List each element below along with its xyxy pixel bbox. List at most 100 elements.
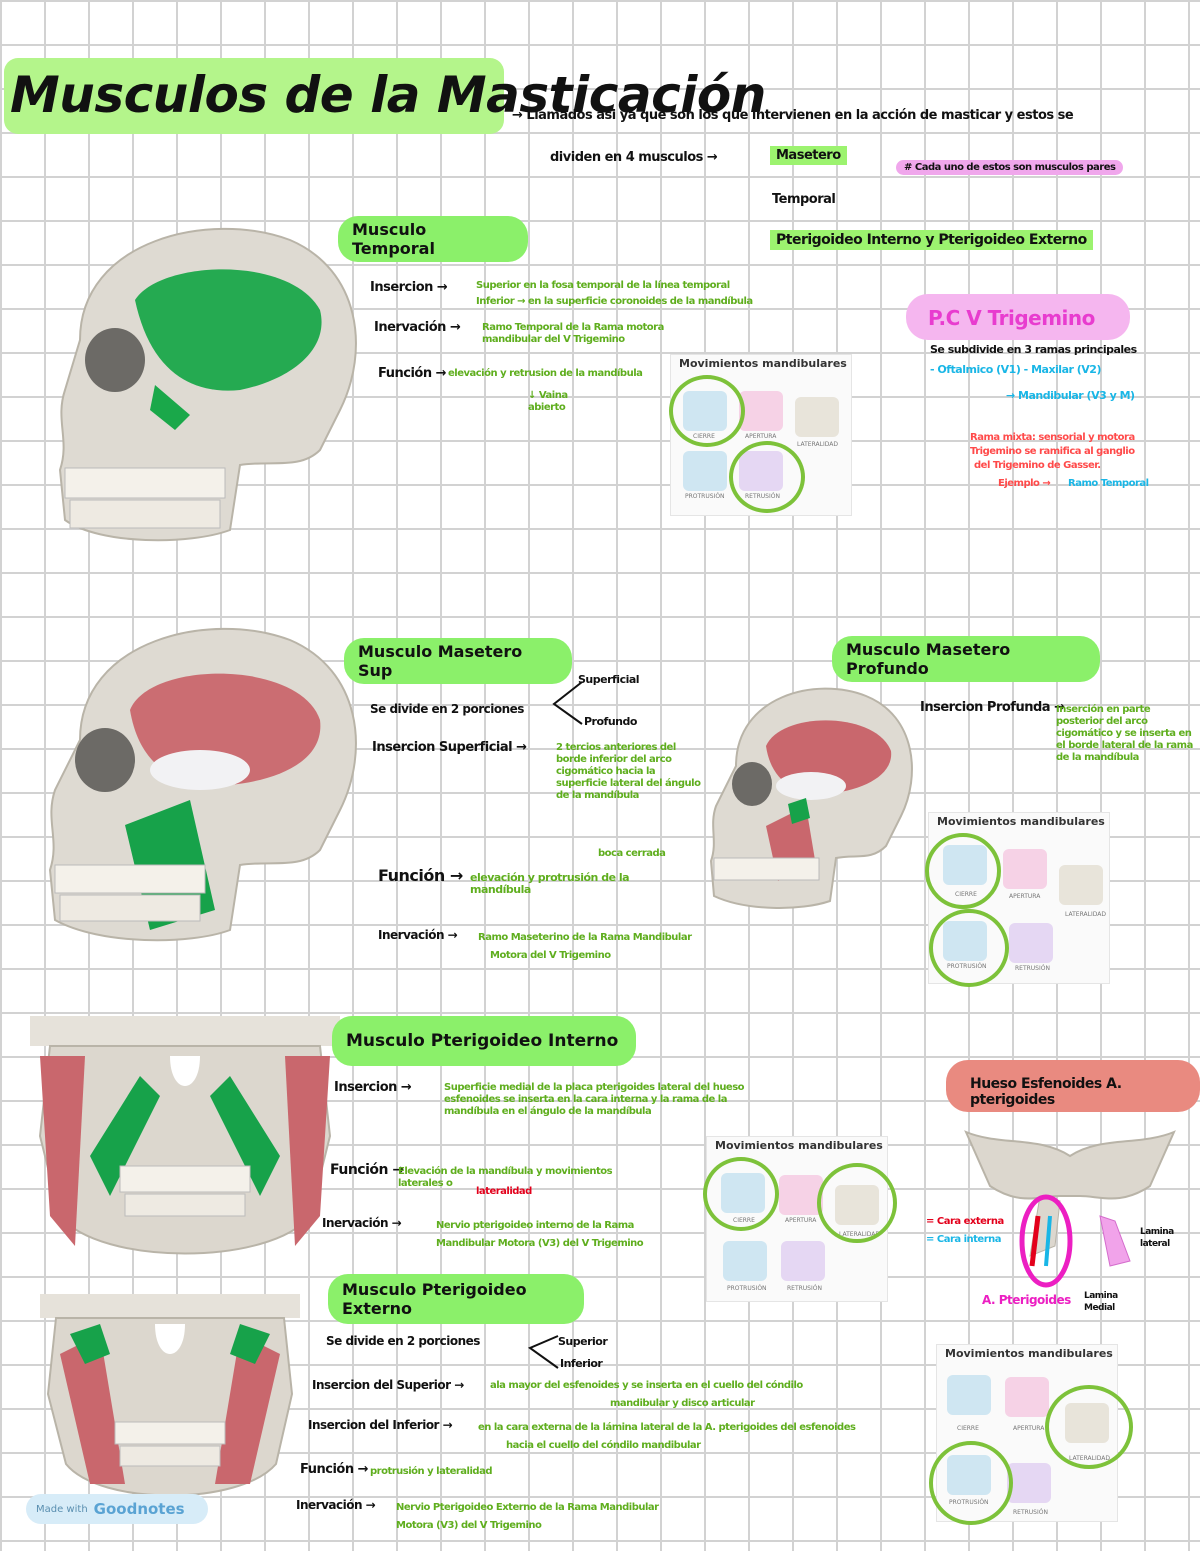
label-apertura: APERTURA [1013,1425,1045,1432]
temporal-funcion-label: Función → [378,366,447,381]
label-apertura: APERTURA [745,433,777,440]
pter-ext-inervacion-label: Inervación → [296,1498,376,1512]
masetero-prof-insercion: Inserción en parte posterior del arco ci… [1056,704,1193,763]
masetero-branch-1: Superficial [578,673,640,686]
heading-pcv-trigemino [906,294,1130,340]
masetero-funcion: elevación y protrusión de la mandíbula [470,871,630,896]
pcv-heading-text: P.C V Trigemino [928,306,1095,330]
pcv-red1: Rama mixta: sensorial y motora [970,432,1135,443]
pter-int-funcion: Elevación de la mandíbula y movimientos … [398,1166,613,1189]
skull-temporal-illustration [58,227,357,542]
pcv-red3: del Trigemino de Gasser. [974,460,1101,471]
pter-ext-inf-2: hacia el cuello del cóndilo mandibular [506,1440,701,1451]
esfenoides-heading-text: Hueso Esfenoides A. pterigoides [970,1076,1122,1108]
esfenoides-a-pterigoides: A. Pterigoides [982,1293,1071,1307]
circle-annotation [1045,1385,1133,1469]
thumb-apertura [779,1175,823,1215]
pter-int-insercion-label: Insercion → [334,1080,412,1095]
bracket-arrow [527,1335,559,1369]
movimientos-title: Movimientos mandibulares [945,1347,1113,1360]
pter-int-inervacion-1: Nervio pterigoideo interno de la Rama [436,1220,634,1231]
heading-masetero-profundo: Musculo Masetero Profundo [832,636,1100,682]
temporal-insercion-2: Inferior → en la superficie coronoides d… [476,296,753,307]
label-retrusion: RETRUSIÓN [787,1285,822,1292]
movimientos-card-4: Movimientos mandibulares CIERRE APERTURA… [929,1344,1133,1525]
heading-hueso-esfenoides [946,1060,1200,1112]
pter-ext-divide: Se divide en 2 porciones [326,1334,480,1348]
label-cierre: CIERRE [957,1425,979,1432]
movimientos-card-3: Movimientos mandibulares CIERRE APERTURA… [703,1136,897,1302]
label-retrusion: RETRUSIÓN [1013,1509,1048,1516]
pcv-line3: → Mandibular (V3 y M) [1006,389,1135,402]
pter-ext-inf-1: en la cara externa de la lámina lateral … [478,1422,856,1433]
thumb-apertura [1005,1377,1049,1417]
pter-ext-inervacion-1: Nervio Pterigoideo Externo de la Rama Ma… [396,1502,659,1513]
intro-line1: → Llamados asi ya que son los que interv… [512,108,1074,123]
made-with-goodnotes-badge[interactable]: Made with Goodnotes [26,1494,208,1524]
masetero-inervacion-label: Inervación → [378,928,458,942]
thumb-retrusion [781,1241,825,1281]
temporal-funcion-sub: ↓ Vaina abierto [528,390,568,413]
intro-muscle-2: Temporal [772,192,836,207]
masetero-funcion-top: boca cerrada [598,848,666,859]
movimientos-title: Movimientos mandibulares [715,1139,883,1152]
label-apertura: APERTURA [785,1217,817,1224]
esfenoides-cara-interna: = Cara interna [926,1234,1002,1245]
skull-masetero-profundo-illustration [709,687,913,909]
pter-ext-sup-1: ala mayor del esfenoides y se inserta en… [490,1380,803,1391]
page-title [4,58,504,134]
circle-annotation [817,1163,897,1243]
masetero-branch-2: Profundo [584,715,637,728]
temporal-funcion: elevación y retrusion de la mandíbula [448,368,643,379]
pter-ext-inf-label: Insercion del Inferior → [308,1418,453,1432]
intro-muscle-1: Masetero [770,146,847,165]
thumb-retrusion [1009,923,1053,963]
movimientos-card-1: Movimientos mandibulares CIERRE APERTURA… [669,354,852,516]
label-apertura: APERTURA [1009,893,1041,900]
pter-ext-branch-2: Inferior [560,1357,603,1370]
pter-ext-funcion-label: Función → [300,1462,369,1477]
heading-pterigoideo-externo: Musculo Pterigoideo Externo [328,1274,584,1324]
thumb-retrusion [1007,1463,1051,1503]
temporal-inervacion: Ramo Temporal de la Rama motora mandibul… [482,322,664,345]
thumb-protrusion [723,1241,767,1281]
pter-ext-branch-1: Superior [558,1335,608,1348]
circle-annotation [925,833,1001,909]
thumb-apertura [1003,849,1047,889]
temporal-inervacion-label: Inervación → [374,320,461,335]
label-protrusion: PROTRUSIÓN [727,1285,767,1292]
masetero-inervacion-1: Ramo Maseterino de la Rama Mandibular [478,932,692,943]
pcv-red2: Trigemino se ramifica al ganglio [970,446,1135,457]
intro-muscle-3: Pterigoideo Interno y Pterigoideo Extern… [770,230,1093,250]
movimientos-title: Movimientos mandibulares [679,357,847,370]
skull-pterigoideo-interno-illustration [30,1016,340,1255]
pcv-red4: Ejemplo → [998,478,1051,489]
circle-annotation [729,441,805,513]
heading-masetero-sup: Musculo Masetero Sup [344,638,572,684]
masetero-insercion-label: Insercion Superficial → [372,740,527,755]
temporal-insercion-label: Insercion → [370,280,448,295]
esfenoides-cara-externa: = Cara externa [926,1216,1004,1227]
circle-annotation [929,1441,1013,1525]
label-protrusion: PROTRUSIÓN [685,493,725,500]
masetero-inervacion-2: Motora del V Trigemino [490,950,611,961]
pcv-red4b: Ramo Temporal [1068,478,1149,489]
thumb-apertura [739,391,783,431]
label-lateralidad: LATERALIDAD [1065,911,1106,918]
label-retrusion: RETRUSIÓN [1015,965,1050,972]
circle-annotation [929,909,1009,987]
heading-pterigoideo-interno: Musculo Pterigoideo Interno [332,1016,636,1066]
esfenoides-lamina-medial: Lamina Medial [1084,1291,1118,1313]
movimientos-title: Movimientos mandibulares [937,815,1105,828]
pter-int-inervacion-2: Mandibular Motora (V3) del V Trigemino [436,1238,644,1249]
pcv-line1: Se subdivide en 3 ramas principales [930,343,1137,356]
thumb-protrusion [683,451,727,491]
pter-int-funcion-red: lateralidad [476,1186,532,1197]
skull-masetero-illustration [48,627,357,942]
goodnotes-brand: Goodnotes [93,1500,185,1518]
skull-pterigoideo-externo-illustration [40,1294,300,1497]
pter-ext-inervacion-2: Motora (V3) del V Trigemino [396,1520,542,1531]
intro-note: # Cada uno de estos son musculos pares [896,160,1124,175]
page-title-text: Musculos de la Masticación [10,66,766,124]
pter-ext-funcion: protrusión y lateralidad [370,1466,492,1477]
